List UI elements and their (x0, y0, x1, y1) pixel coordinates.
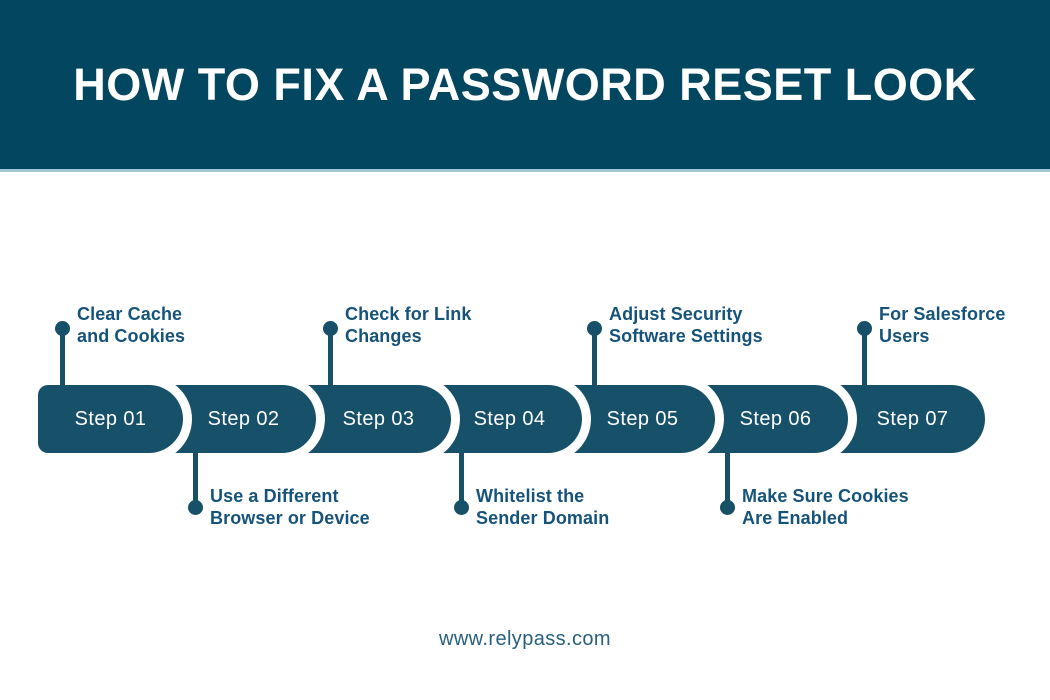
step-pill-label: Step 03 (342, 407, 415, 430)
step-pill-label: Step 06 (739, 407, 812, 430)
step-note-line: and Cookies (77, 326, 186, 346)
step-pill-1: Step 01 (38, 385, 183, 453)
connector-dot (856, 321, 872, 336)
step-pill-7: Step 07 (840, 385, 985, 453)
connector-line (724, 449, 730, 508)
step-note-line: Clear Cache (77, 304, 183, 324)
step-note-line: Sender Domain (476, 508, 610, 528)
step-note-line: For Salesforce (879, 304, 1006, 324)
connector-line (591, 329, 597, 389)
footer: www.relypass.com (0, 628, 1050, 651)
connector-dot (453, 500, 469, 515)
step-pill-4: Step 04 (437, 385, 582, 453)
connector-dot (586, 321, 602, 336)
step-pill-3: Step 03 (306, 385, 451, 453)
website-text: www.relypass.com (439, 628, 611, 650)
connector-dot (322, 321, 338, 336)
step-note-line: Are Enabled (742, 508, 849, 528)
connector-line (59, 329, 65, 389)
step-note-line: Software Settings (609, 326, 763, 346)
header-band: HOW TO FIX A PASSWORD RESET LOOK (0, 0, 1050, 172)
step-note-line: Make Sure Cookies (742, 486, 909, 506)
connector-dot (187, 500, 203, 515)
connector-line (192, 449, 198, 508)
page-title: HOW TO FIX A PASSWORD RESET LOOK (73, 58, 977, 110)
step-note-line: Check for Link (345, 304, 472, 324)
step-note-line: Use a Different (210, 486, 339, 506)
step-note-line: Changes (345, 326, 422, 346)
step-pill-5: Step 05 (570, 385, 715, 453)
connector-line (458, 449, 464, 508)
connector-line (861, 329, 867, 389)
step-pill-label: Step 05 (606, 407, 679, 430)
step-pill-2: Step 02 (171, 385, 316, 453)
step-note-line: Whitelist the (476, 486, 585, 506)
connector-dot (719, 500, 735, 515)
step-pill-label: Step 02 (207, 407, 280, 430)
step-pill-label: Step 01 (74, 407, 147, 430)
connector-dot (54, 321, 70, 336)
step-note-line: Adjust Security (609, 304, 743, 324)
step-pill-label: Step 07 (876, 407, 949, 430)
step-pill-6: Step 06 (703, 385, 848, 453)
step-note-line: Users (879, 326, 930, 346)
step-pill-label: Step 04 (473, 407, 546, 430)
step-note-line: Browser or Device (210, 508, 370, 528)
connector-line (327, 329, 333, 389)
